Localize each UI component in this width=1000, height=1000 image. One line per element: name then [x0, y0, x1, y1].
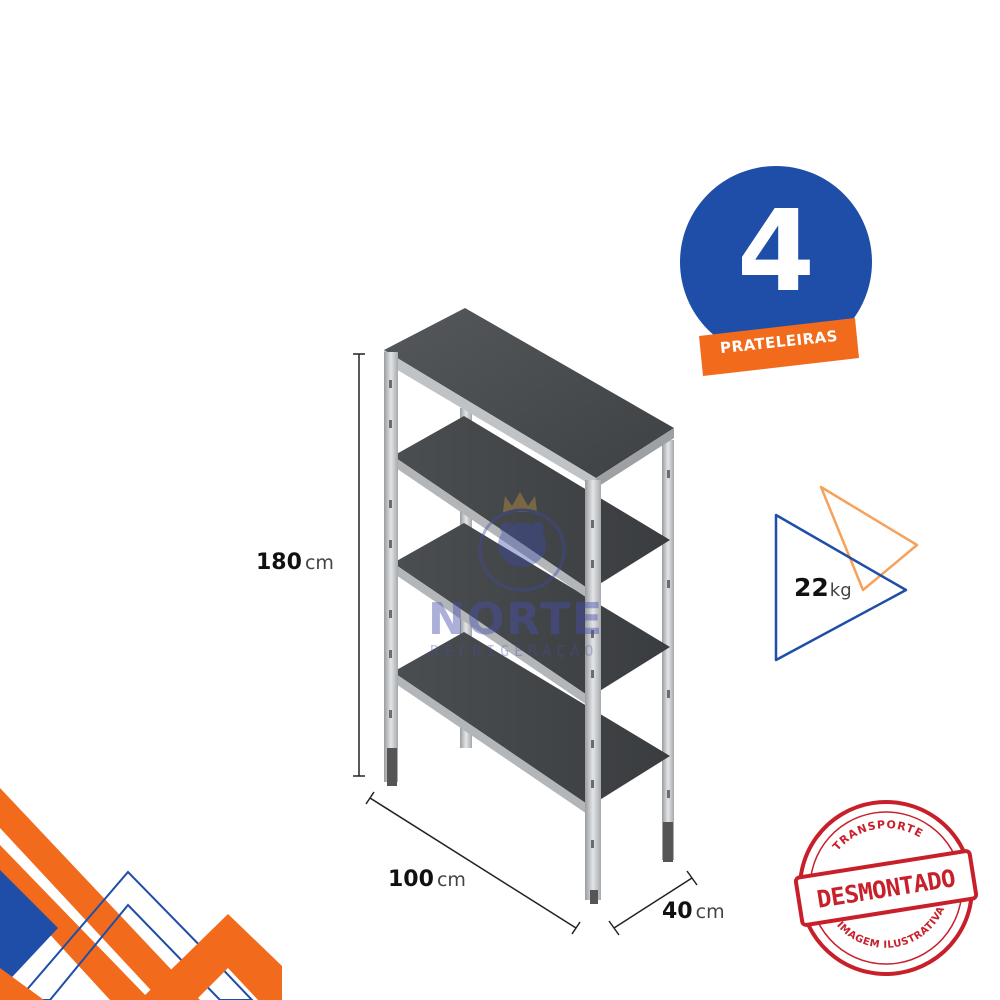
bear-with-crown-icon [478, 492, 566, 592]
width-value: 100 [388, 867, 434, 892]
svg-text:TRANSPORTE: TRANSPORTE [827, 811, 927, 854]
weight-unit: kg [829, 580, 852, 601]
weight-value: 22 [794, 573, 829, 602]
depth-dimension-line [608, 870, 698, 936]
shelf-rack [384, 308, 674, 904]
height-unit: cm [304, 552, 334, 574]
width-unit: cm [436, 869, 466, 891]
height-dimension-line [353, 353, 365, 777]
corner-decoration [0, 788, 282, 1000]
shelf-count-label: PRATELEIRAS [719, 326, 839, 358]
brand-watermark-subtitle: REFRIGERAÇÃO [430, 642, 599, 660]
shelf-count-badge [680, 166, 872, 376]
weight-label: 22kg [794, 573, 852, 602]
width-dimension-line [365, 791, 581, 935]
depth-value: 40 [662, 899, 693, 924]
triangle-outline-icon [774, 485, 919, 662]
stamp-top-text: TRANSPORTE [827, 811, 927, 854]
shelf-1 [384, 308, 674, 488]
height-value: 180 [256, 550, 302, 575]
depth-unit: cm [695, 901, 725, 923]
shelf-count-number: 4 [737, 187, 815, 317]
brand-watermark: NORTE [428, 594, 605, 645]
